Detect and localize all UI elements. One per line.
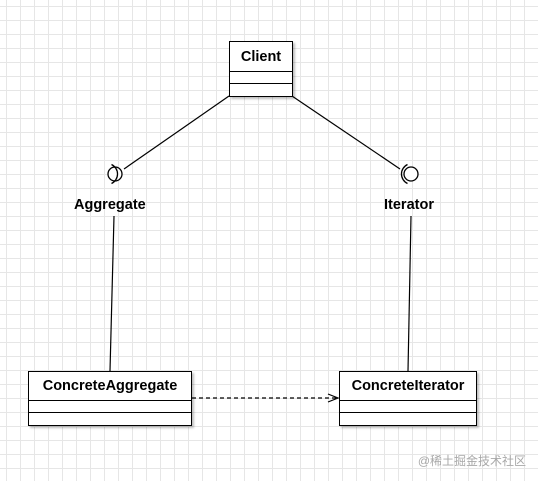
client-attributes-section [230, 72, 292, 84]
concrete-aggregate-to-aggregate-line [109, 215, 115, 372]
client-to-aggregate-line [123, 95, 230, 170]
client-operations-section [230, 84, 292, 95]
concrete-aggregate-class-box[interactable]: ConcreteAggregate [28, 371, 192, 426]
iterator-interface-label: Iterator [384, 197, 434, 213]
concrete-iterator-to-iterator-line [407, 215, 412, 372]
iterator-interface-icon [400, 163, 419, 185]
client-class-name: Client [230, 42, 292, 72]
watermark-text: @稀土掘金技术社区 [417, 454, 526, 468]
concrete-aggregate-class-name: ConcreteAggregate [29, 372, 191, 401]
concrete-iterator-attributes-section [340, 401, 476, 413]
aggregate-interface-label: Aggregate [74, 197, 146, 213]
client-to-iterator-line [291, 95, 401, 170]
concrete-iterator-operations-section [340, 413, 476, 424]
concrete-iterator-class-name: ConcreteIterator [340, 372, 476, 401]
aggregate-interface-icon [107, 163, 123, 185]
concrete-iterator-class-box[interactable]: ConcreteIterator [339, 371, 477, 426]
concrete-aggregate-operations-section [29, 413, 191, 424]
client-class-box[interactable]: Client [229, 41, 293, 97]
concrete-aggregate-attributes-section [29, 401, 191, 413]
